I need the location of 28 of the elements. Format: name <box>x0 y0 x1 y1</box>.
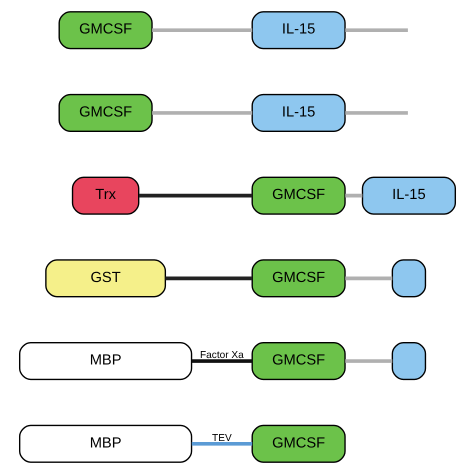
node-box: GMCSF <box>58 94 152 132</box>
node-box: GMCSF <box>251 342 346 380</box>
node-box: GMCSF <box>58 11 152 50</box>
edge-label: TEV <box>212 432 232 444</box>
connector <box>152 28 252 32</box>
connector <box>191 442 252 446</box>
node-box: MBP <box>18 342 192 380</box>
node-box <box>391 259 426 298</box>
node-box: Trx <box>71 176 139 215</box>
connector <box>191 359 252 363</box>
connector <box>344 28 408 32</box>
node-box: MBP <box>18 424 192 463</box>
connector <box>164 276 252 280</box>
node-box: GMCSF <box>251 176 346 215</box>
connector <box>152 111 252 115</box>
node-box: IL-15 <box>251 11 346 50</box>
connector <box>344 359 392 363</box>
connector <box>344 276 392 280</box>
node-box: IL-15 <box>361 176 456 215</box>
connector <box>344 111 408 115</box>
node-box <box>391 342 426 380</box>
connector <box>138 194 252 198</box>
connector <box>344 194 362 198</box>
node-box: IL-15 <box>251 94 346 132</box>
edge-label: Factor Xa <box>199 350 244 362</box>
node-box: GST <box>44 259 166 298</box>
node-box: GMCSF <box>251 424 346 463</box>
node-box: GMCSF <box>251 259 346 298</box>
